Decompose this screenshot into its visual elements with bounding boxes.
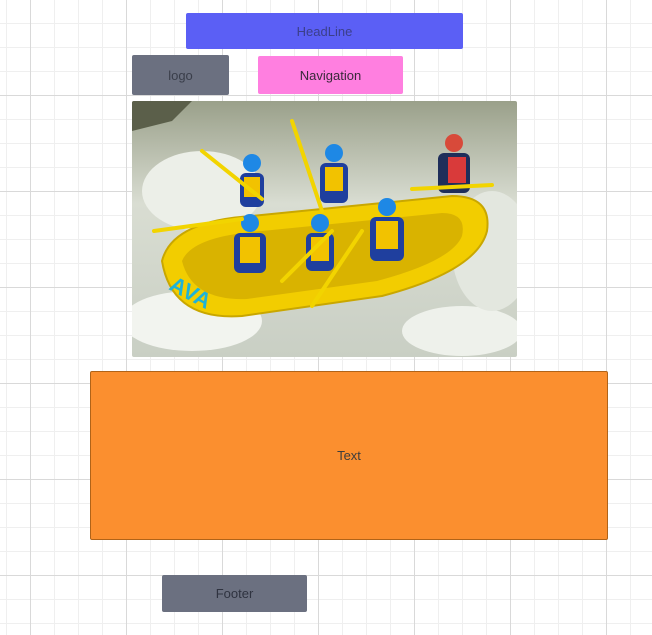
- navigation-block[interactable]: Navigation: [258, 56, 403, 94]
- headline-label: HeadLine: [296, 23, 353, 39]
- text-block[interactable]: Text: [90, 371, 608, 540]
- paddler: [370, 198, 404, 261]
- footer-block[interactable]: Footer: [162, 575, 307, 612]
- paddler: [306, 214, 334, 271]
- paddler: [320, 144, 348, 203]
- paddler: [438, 134, 470, 193]
- footer-label: Footer: [215, 586, 254, 601]
- headline-block[interactable]: HeadLine: [186, 13, 463, 49]
- splash-shape: [402, 306, 517, 356]
- splash-shape: [142, 151, 262, 231]
- paddler: [234, 214, 266, 273]
- paddles: [152, 119, 494, 308]
- logo-label: logo: [168, 67, 193, 83]
- navigation-label: Navigation: [299, 67, 362, 83]
- rafting-photo: AVA: [132, 101, 517, 357]
- logo-block[interactable]: logo: [132, 55, 229, 95]
- rafting-photo-illustration: AVA: [132, 101, 517, 357]
- rock-shape: [132, 101, 192, 131]
- text-label: Text: [337, 448, 361, 463]
